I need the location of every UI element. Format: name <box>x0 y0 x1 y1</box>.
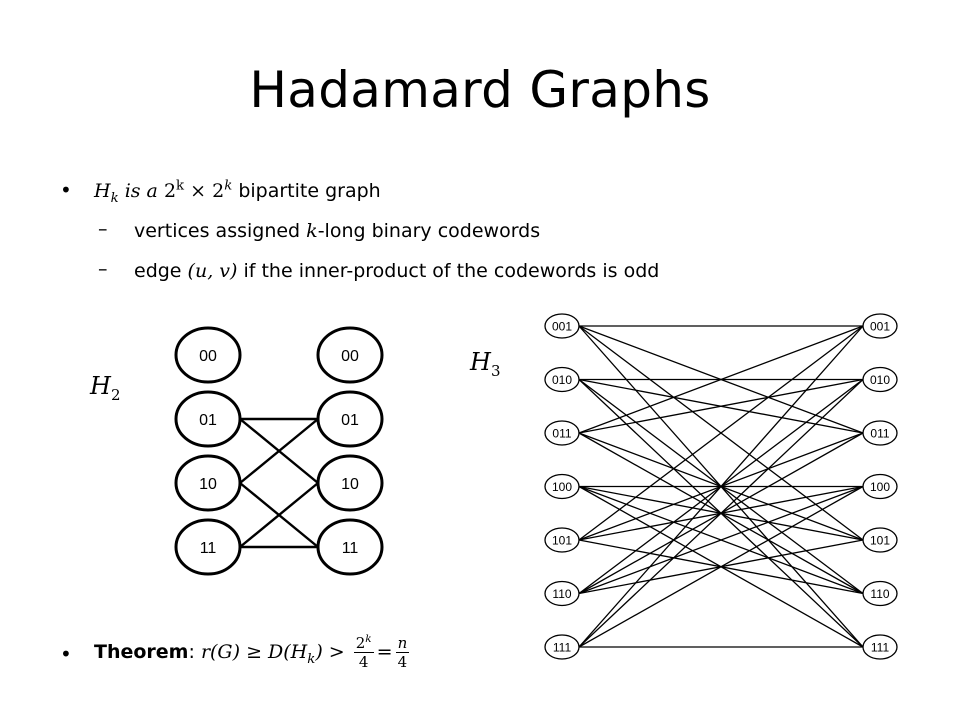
sub-bullet-vertices: vertices assigned k-long binary codeword… <box>134 220 541 242</box>
h3-edge <box>578 485 864 648</box>
h3-node-label: 001 <box>552 320 572 334</box>
h2-edge <box>239 482 319 548</box>
sub-bullet-dash: – <box>98 258 108 280</box>
h3-node-label: 100 <box>552 480 572 494</box>
h3-edge <box>578 485 864 595</box>
h3-right-node: 110 <box>862 580 898 607</box>
h3-left-node: 111 <box>544 634 580 660</box>
h3-edge <box>578 325 864 434</box>
h3-left-node: 110 <box>544 580 580 607</box>
theorem-lhs: r(G) ≥ D(Hk) > <box>200 641 345 667</box>
h3-edge <box>578 325 864 648</box>
math-is-a: is a <box>124 180 158 202</box>
h2-left-node: 00 <box>174 326 242 384</box>
h3-right-node: 010 <box>862 366 898 393</box>
slide-title: Hadamard Graphs <box>249 61 711 119</box>
math-hk: Hk <box>94 180 119 206</box>
h3-node-label: 101 <box>870 534 890 548</box>
h2-right-node: 01 <box>316 390 384 448</box>
sub-bullet-edge: edge (u, v) if the inner-product of the … <box>134 260 660 282</box>
h3-edges <box>578 325 864 648</box>
h3-left-node: 011 <box>544 420 580 446</box>
h3-right-node: 101 <box>862 527 898 553</box>
h2-right-node: 00 <box>316 326 384 384</box>
h3-right-node: 100 <box>862 473 898 500</box>
h2-node-label: 01 <box>341 412 359 429</box>
h2-node-label: 11 <box>200 540 217 557</box>
h3-node-label: 100 <box>870 480 890 494</box>
h3-node-label: 010 <box>552 373 572 387</box>
h3-edge <box>578 325 864 541</box>
h3-edge <box>578 378 864 434</box>
h3-right-node: 011 <box>862 420 898 446</box>
h3-label: H3 <box>470 348 501 380</box>
h3-right-node: 111 <box>862 634 898 660</box>
h3-node-label: 111 <box>553 641 572 655</box>
h3-node-label: 011 <box>552 427 571 441</box>
h2-left-node: 10 <box>174 454 242 512</box>
h3-left-node: 101 <box>544 527 580 553</box>
h2-left-node: 01 <box>174 390 242 448</box>
h3-left-node: 100 <box>544 473 580 500</box>
h3-node-label: 011 <box>870 427 889 441</box>
h2-node-label: 10 <box>199 476 217 493</box>
h3-edge <box>578 379 864 648</box>
h3-left-node: 001 <box>544 313 580 339</box>
h2-edge <box>239 418 319 484</box>
bullet-dot: • <box>60 642 72 666</box>
h2-label: H2 <box>90 372 121 404</box>
h3-node-label: 101 <box>552 534 572 548</box>
h3-node-label: 001 <box>870 320 890 334</box>
theorem-label: Theorem <box>94 641 189 663</box>
bullet-definition: Hk is a 2k × 2k bipartite graph <box>94 178 381 206</box>
h3-node-label: 010 <box>870 373 890 387</box>
h2-node-label: 00 <box>199 348 217 365</box>
h2-edges <box>239 417 319 549</box>
h2-node-label: 11 <box>342 540 359 557</box>
h2-node-label: 01 <box>199 412 217 429</box>
bullet-definition-text: bipartite graph <box>238 180 381 202</box>
h3-left-node: 010 <box>544 366 580 393</box>
math-dimensions: 2k × 2k <box>163 178 233 202</box>
h3-graph: 001 010 011 100 101 110 111 001 010 011 100 101 110 1… <box>544 313 898 660</box>
bullet-dot: • <box>60 178 72 202</box>
h3-node-label: 110 <box>870 587 889 601</box>
h3-right-node: 001 <box>862 313 898 339</box>
h2-node-label: 10 <box>341 476 359 493</box>
h2-right-node: 11 <box>316 518 384 576</box>
h2-right-node: 10 <box>316 454 384 512</box>
h2-left-node: 11 <box>174 518 242 576</box>
h2-graph: 00 01 10 11 00 01 10 11 <box>174 326 384 576</box>
h3-node-label: 111 <box>871 641 890 655</box>
sub-bullet-dash: – <box>98 218 108 240</box>
h3-node-label: 110 <box>552 587 571 601</box>
h2-node-label: 00 <box>341 348 359 365</box>
